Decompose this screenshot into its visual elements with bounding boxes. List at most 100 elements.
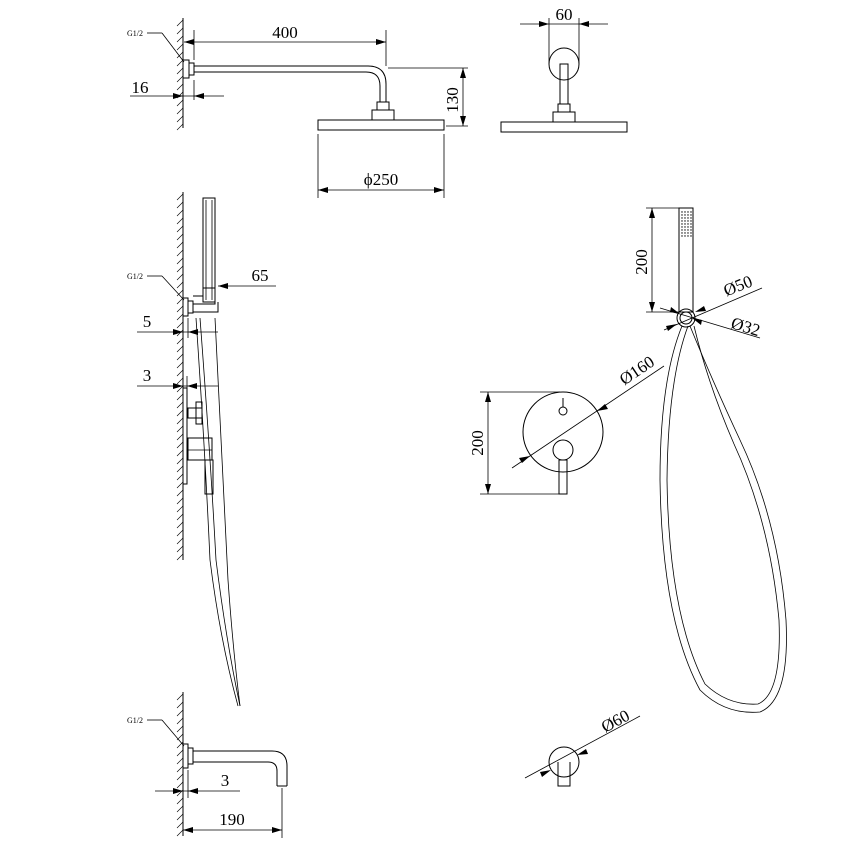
dim-spout-gap: 3 [155, 770, 240, 798]
wall-hatch-line [176, 123, 184, 131]
wall-hatch-line [176, 545, 184, 553]
spray-nozzle [687, 220, 689, 222]
dim-holder-gap: 5 [137, 312, 218, 338]
spray-nozzle [681, 211, 683, 213]
wall-hatch-line [176, 805, 184, 813]
wall-hatch-line [176, 67, 184, 75]
wall-middle [176, 192, 184, 561]
wall-hatch-line [176, 797, 184, 805]
wall-hatch-line [176, 51, 184, 59]
dim-spout-length-label: 190 [219, 810, 245, 829]
spray-nozzle [687, 229, 689, 231]
wall-hatch-line [176, 765, 184, 773]
thread-callout-bottom: G1/2 [127, 716, 185, 747]
wall-hatch-line [176, 59, 184, 67]
wall-hatch-line [176, 19, 184, 27]
wall-hatch-line [176, 457, 184, 465]
wall-hatch-line [176, 265, 184, 273]
dim-holder-depth: 65 [218, 266, 276, 289]
dim-valve-plate-diameter: Ø160 [511, 352, 665, 469]
spray-nozzle [687, 217, 689, 219]
wall-hatch-line [176, 361, 184, 369]
spray-nozzle [684, 226, 686, 228]
wall-hatch-line [176, 193, 184, 201]
dim-spout-flange: Ø60 [524, 706, 641, 779]
dim-holder-depth-label: 65 [252, 266, 269, 285]
wall-hatch-line [176, 201, 184, 209]
wall-hatch-line [176, 115, 184, 123]
dim-head-diameter: ϕ250 [317, 134, 445, 198]
dim-wall-gap-top-label: 16 [132, 78, 149, 97]
spray-nozzle [684, 223, 686, 225]
wall-hatch-line [176, 725, 184, 733]
spray-nozzle [687, 232, 689, 234]
wall-hatch-line [176, 107, 184, 115]
dim-arm-drop-label: 130 [443, 87, 462, 113]
dim-arm-length: 400 [184, 23, 387, 66]
wall-hatch-line [176, 709, 184, 717]
spray-nozzle [687, 235, 689, 237]
spray-nozzle [681, 232, 683, 234]
wall-hatch-line [176, 773, 184, 781]
thread-label-top: G1/2 [127, 29, 143, 38]
dim-handshower-length: 200 [632, 207, 679, 313]
spray-nozzle [681, 217, 683, 219]
wall-hatch-line [176, 83, 184, 91]
wall-hatch-line [176, 209, 184, 217]
wall-hatch-line [176, 497, 184, 505]
wall-hatch-line [176, 257, 184, 265]
spout-front-view [548, 746, 580, 787]
thread-label-bottom: G1/2 [127, 716, 143, 725]
wall-hatch-line [176, 465, 184, 473]
spray-nozzle [681, 229, 683, 231]
wall-hatch-line [176, 521, 184, 529]
spray-nozzle [684, 232, 686, 234]
wall-hatch-line [176, 433, 184, 441]
wall-hatch-line [176, 553, 184, 561]
wall-hatch-line [176, 425, 184, 433]
valve-plate-front-view [522, 391, 604, 495]
spray-nozzle [690, 229, 692, 231]
wall-hatch-line [176, 369, 184, 377]
wall-hatch-line [176, 281, 184, 289]
wall-hatch-line [176, 409, 184, 417]
valve-side-view [182, 387, 214, 495]
spray-nozzle [690, 232, 692, 234]
wall-hatch-line [176, 393, 184, 401]
spray-nozzle [681, 220, 683, 222]
handshower-holder-side-view [182, 197, 241, 707]
dim-wall-gap-top: 16 [130, 78, 224, 100]
spray-nozzle [690, 235, 692, 237]
wall-hatch-line [176, 417, 184, 425]
shower-arm-front-view [500, 47, 628, 133]
thread-callout-top: G1/2 [127, 29, 185, 63]
wall-hatch-line [176, 701, 184, 709]
wall-hatch-line [176, 99, 184, 107]
spray-nozzle [681, 223, 683, 225]
dim-arm-drop: 130 [388, 67, 468, 127]
spray-nozzle [684, 235, 686, 237]
spray-nozzle [687, 226, 689, 228]
dim-hose-outlet-inner: Ø32 [659, 307, 763, 340]
wall-hatch-line [176, 537, 184, 545]
dim-side-offset: 60 [520, 5, 608, 64]
dim-valve-gap: 3 [137, 366, 218, 390]
wall-bottom [176, 692, 184, 837]
wall-hatch-line [176, 757, 184, 765]
wall-hatch-line [176, 345, 184, 353]
dim-holder-gap-label: 5 [143, 312, 152, 331]
dim-spout-gap-label: 3 [221, 771, 230, 790]
wall-hatch-line [176, 217, 184, 225]
spray-nozzle [684, 220, 686, 222]
wall-hatch-line [176, 337, 184, 345]
spray-nozzle [681, 235, 683, 237]
wall-hatch-line [176, 353, 184, 361]
dim-hose-outlet-inner-label: Ø32 [729, 313, 763, 340]
wall-hatch-line [176, 321, 184, 329]
wall-top [176, 18, 184, 131]
wall-hatch-line [176, 813, 184, 821]
wall-hatch-line [176, 449, 184, 457]
wall-hatch-line [176, 717, 184, 725]
wall-hatch-line [176, 329, 184, 337]
wall-hatch-line [176, 481, 184, 489]
